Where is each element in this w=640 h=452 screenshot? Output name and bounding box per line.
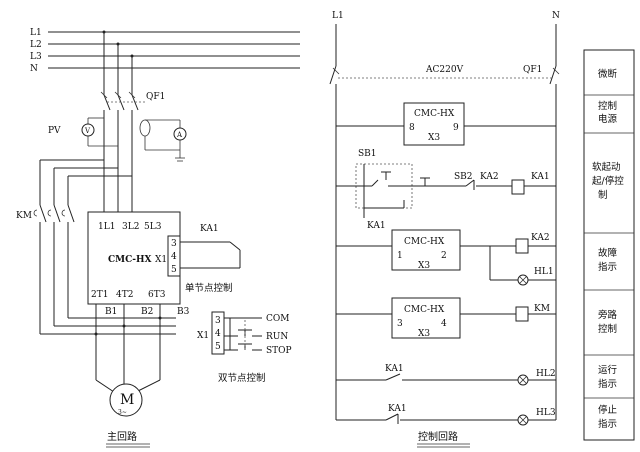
dual-node-control: 3 4 5 X1 COM RUN STOP 双节点控制 bbox=[197, 311, 292, 384]
table-cell-7: 停止指示 bbox=[598, 404, 618, 430]
ka2-contact-label: KA2 bbox=[480, 172, 499, 182]
b3-label: B3 bbox=[177, 307, 190, 317]
hl1-label: HL1 bbox=[534, 267, 554, 277]
starter-terminal-1l1: 1L1 bbox=[98, 222, 115, 232]
sb1-label: SB1 bbox=[358, 149, 377, 159]
dual-node-caption: 双节点控制 bbox=[218, 372, 266, 384]
x3-power-block: CMC-HX 8 9 X3 bbox=[403, 102, 465, 146]
km-coil-label: KM bbox=[534, 304, 550, 314]
dual-run: RUN bbox=[266, 332, 288, 342]
qf1-label: QF1 bbox=[146, 92, 165, 102]
bus-label-l2: L2 bbox=[30, 40, 42, 50]
b2-label: B2 bbox=[141, 307, 153, 317]
motor-symbol: M bbox=[120, 392, 134, 408]
main-circuit-title: 主回路 bbox=[107, 430, 137, 443]
b1-label: B1 bbox=[105, 307, 117, 317]
x3-power-pin-8: 8 bbox=[409, 123, 415, 133]
dual-stop: STOP bbox=[266, 346, 292, 356]
ka1-single-contact bbox=[180, 241, 241, 269]
stop-ka1-label: KA1 bbox=[388, 404, 407, 414]
dual-pin-4: 4 bbox=[215, 329, 221, 339]
pv-label: PV bbox=[48, 126, 61, 136]
main-circuit: L1 L2 L3 N QF1 V bbox=[16, 28, 300, 448]
bypass-pin-4: 4 bbox=[441, 319, 447, 329]
bus-label-n: N bbox=[30, 64, 38, 74]
motor-phase: 3~ bbox=[118, 409, 127, 416]
lamp-hl1 bbox=[517, 274, 529, 286]
bypass-pin-3: 3 bbox=[397, 319, 403, 329]
starter-model: CMC-HX bbox=[108, 255, 152, 265]
km-label: KM bbox=[16, 211, 32, 221]
run-ka1-label: KA1 bbox=[385, 364, 404, 374]
breaker-qf1 bbox=[100, 91, 145, 160]
ka1-coil-label: KA1 bbox=[531, 172, 550, 182]
svg-text:V: V bbox=[84, 127, 91, 135]
x3-power-x3: X3 bbox=[428, 133, 440, 143]
single-node-caption: 单节点控制 bbox=[185, 282, 233, 294]
starter-terminal-6t3: 6T3 bbox=[148, 290, 166, 300]
bus-label-l3: L3 bbox=[30, 52, 42, 62]
ka2-coil-label: KA2 bbox=[531, 233, 550, 243]
fault-pin-1: 1 bbox=[397, 251, 403, 261]
fault-pin-2: 2 bbox=[441, 251, 447, 261]
ctrl-qf1-label: QF1 bbox=[523, 65, 542, 75]
x3-power-pin-9: 9 bbox=[453, 123, 459, 133]
motor: M 3~ bbox=[109, 383, 143, 417]
lamp-hl2 bbox=[517, 374, 529, 386]
starter-terminal-3l2: 3L2 bbox=[122, 222, 139, 232]
fault-x3: X3 bbox=[418, 261, 430, 271]
ka1-contact-label: KA1 bbox=[200, 224, 219, 234]
starter-terminal-2t1: 2T1 bbox=[91, 290, 108, 300]
fault-model: CMC-HX bbox=[404, 237, 445, 247]
x3-power-model: CMC-HX bbox=[414, 109, 455, 119]
voltmeter: V bbox=[81, 117, 118, 147]
table-cell-1: 微断 bbox=[598, 68, 618, 80]
bypass-x3: X3 bbox=[418, 329, 430, 339]
starter-x1: X1 bbox=[155, 255, 167, 265]
ac-supply-label: AC220V bbox=[425, 65, 464, 75]
sb2-label: SB2 bbox=[454, 172, 473, 182]
ka2-nc-contact bbox=[456, 179, 512, 190]
starter-pin-3: 3 bbox=[171, 239, 177, 249]
hl2-label: HL2 bbox=[536, 369, 556, 379]
lamp-hl3 bbox=[517, 414, 529, 426]
table-cell-3: 软起动起/停控制 bbox=[592, 161, 624, 201]
starter-terminal-5l3: 5L3 bbox=[144, 222, 162, 232]
svg-text:A: A bbox=[176, 131, 183, 139]
table-cell-2: 控制电源 bbox=[598, 100, 618, 125]
x3-bypass-block: CMC-HX 3 4 X3 bbox=[391, 297, 461, 339]
start-button-sb1 bbox=[336, 163, 413, 209]
table-cell-4: 故障指示 bbox=[598, 247, 618, 273]
ctrl-l1-label: L1 bbox=[332, 11, 344, 21]
dual-com: COM bbox=[266, 314, 289, 324]
ka1-coil bbox=[511, 179, 556, 195]
ka1-seal-label: KA1 bbox=[367, 221, 386, 231]
x3-fault-block: CMC-HX 1 2 X3 bbox=[391, 229, 461, 271]
bus-label-l1: L1 bbox=[30, 28, 42, 38]
ka1-stop-contact bbox=[385, 413, 518, 424]
hl3-label: HL3 bbox=[536, 408, 556, 418]
ammeter: A bbox=[139, 119, 187, 162]
soft-starter-cmc-hx: 1L1 3L2 5L3 CMC-HX X1 3 4 5 2T1 4T2 6T3 bbox=[87, 211, 181, 305]
dual-x1: X1 bbox=[197, 331, 209, 341]
dual-pin-3: 3 bbox=[215, 316, 221, 326]
control-circuit: L1 N AC220V QF1 CMC-HX 8 9 X3 SB1 bbox=[329, 11, 560, 448]
stop-button-sb2 bbox=[410, 177, 456, 187]
dual-pin-5: 5 bbox=[215, 342, 221, 352]
control-circuit-title: 控制回路 bbox=[418, 430, 458, 443]
table-cell-5: 旁路控制 bbox=[598, 309, 618, 335]
starter-pin-4: 4 bbox=[171, 252, 177, 262]
contactor-km bbox=[33, 159, 132, 334]
ctrl-n-label: N bbox=[552, 11, 560, 21]
starter-terminal-4t2: 4T2 bbox=[116, 290, 133, 300]
ka1-run-contact bbox=[385, 373, 518, 381]
function-table: 微断 控制电源 软起动起/停控制 故障指示 旁路控制 运行指示 停止指示 bbox=[583, 49, 635, 441]
table-cell-6: 运行指示 bbox=[598, 364, 618, 390]
bypass-model: CMC-HX bbox=[404, 305, 445, 315]
starter-pin-5: 5 bbox=[171, 265, 177, 275]
